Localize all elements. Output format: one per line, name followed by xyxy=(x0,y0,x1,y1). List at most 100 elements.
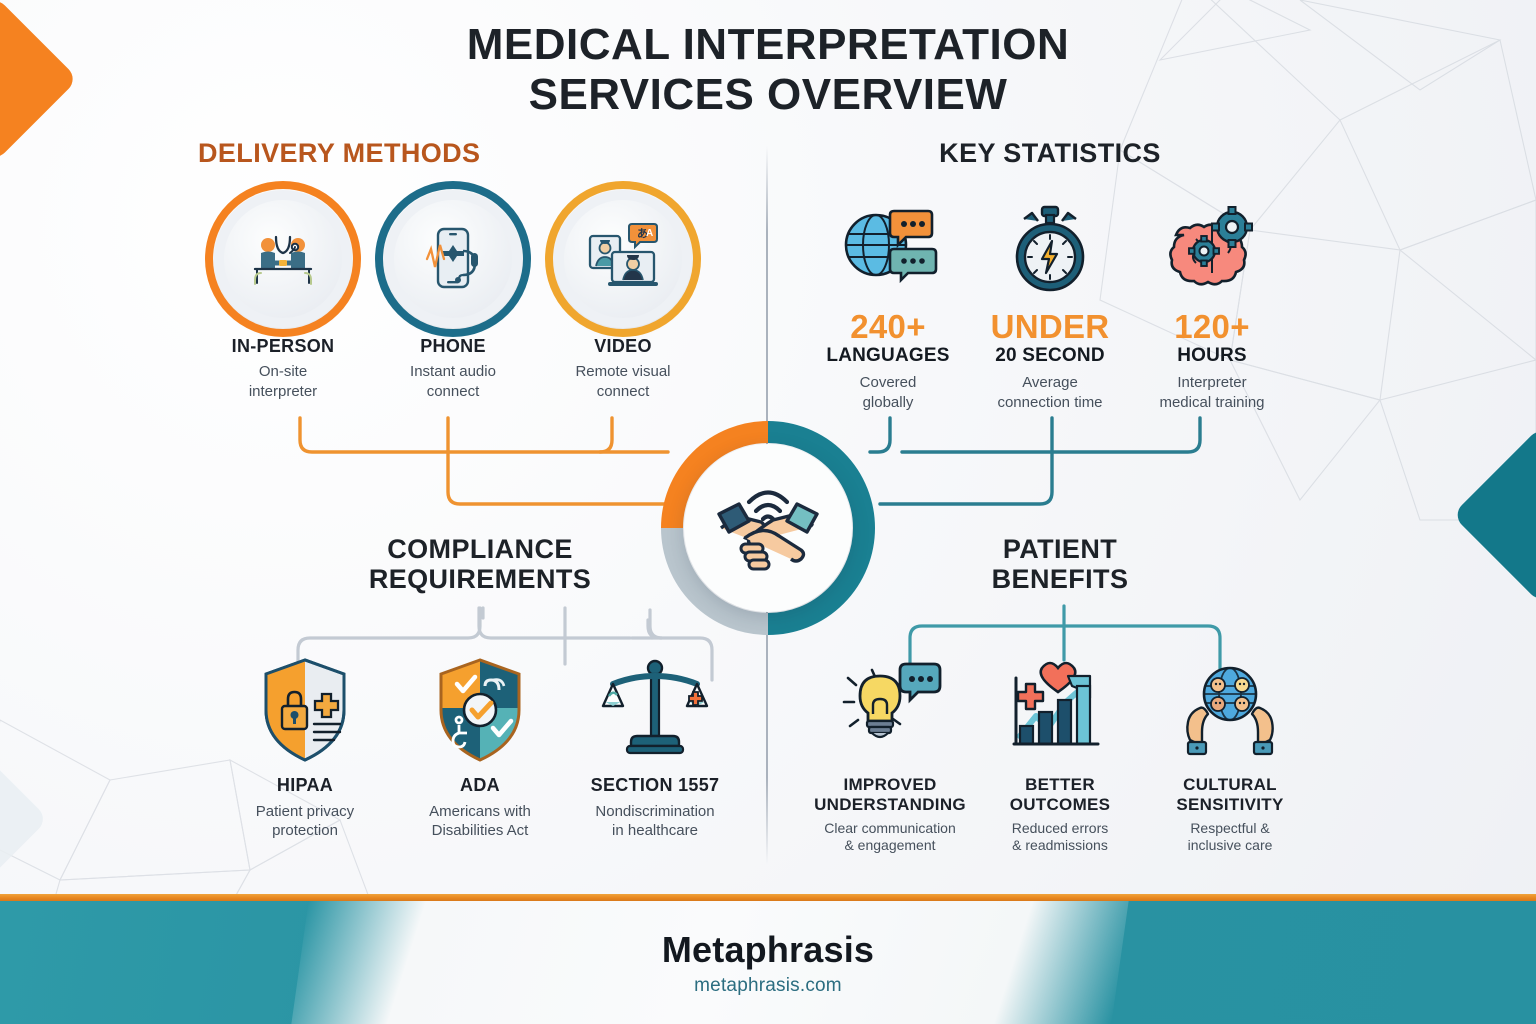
benefit-card-cultural-sensitivity[interactable]: CULTURAL SENSITIVITY Respectful & inclus… xyxy=(1145,652,1315,855)
benefit-desc: Respectful & inclusive care xyxy=(1145,820,1315,856)
delivery-desc-line1: On-site xyxy=(258,363,308,381)
stat-desc-line2: medical training xyxy=(1159,393,1265,411)
compliance-card-hipaa[interactable]: HIPAA Patient privacy protection xyxy=(218,652,393,840)
footer: Metaphrasis metaphrasis.com xyxy=(0,894,1536,1024)
section-patient-benefits: PATIENT BENEFITS IMPROVED xyxy=(800,534,1320,855)
page-title-line2: SERVICES OVERVIEW xyxy=(528,69,1008,119)
benefits-title-line2: BENEFITS xyxy=(991,564,1129,595)
stat-card-languages[interactable]: 240+ LANGUAGES Covered globally xyxy=(807,194,969,412)
hub-core xyxy=(684,444,852,612)
benefit-label: BETTER OUTCOMES xyxy=(975,775,1145,813)
growth-chart-heart-icon xyxy=(1012,661,1100,746)
delivery-card-video[interactable]: あ A VIDEO Remote visual connect xyxy=(538,181,708,401)
section-delivery-methods: DELIVERY METHODS xyxy=(176,138,730,401)
svg-text:あ: あ xyxy=(637,227,648,240)
key-statistics-title: KEY STATISTICS xyxy=(939,138,1161,168)
compliance-label: SECTION 1557 xyxy=(590,775,720,796)
benefit-label: IMPROVED UNDERSTANDING xyxy=(805,775,975,813)
section-key-statistics: KEY STATISTICS 240+ LANGUAGES xyxy=(800,138,1300,412)
compliance-title-line2: REQUIREMENTS xyxy=(368,564,592,595)
benefit-label-line1: IMPROVED xyxy=(843,775,937,795)
delivery-desc-line2: connect xyxy=(596,382,650,400)
in-person-consult-icon xyxy=(253,236,313,286)
video-call-icon: あ A xyxy=(588,223,658,287)
benefit-label-line1: CULTURAL xyxy=(1183,775,1277,795)
compliance-desc: Patient privacy protection xyxy=(218,802,393,840)
compliance-desc-line1: Patient privacy xyxy=(255,802,355,820)
stat-card-connection-time[interactable]: UNDER 20 SECOND Average connection time xyxy=(969,194,1131,412)
compliance-desc-line1: Americans with xyxy=(429,802,531,820)
stat-desc-line1: Covered xyxy=(859,374,917,392)
stat-unit: LANGUAGES xyxy=(826,345,950,367)
stat-desc: Average connection time xyxy=(969,373,1131,412)
page-title: MEDICAL INTERPRETATION SERVICES OVERVIEW xyxy=(0,20,1536,119)
delivery-desc-line2: interpreter xyxy=(248,382,318,400)
benefit-desc-line1: Reduced errors xyxy=(1011,819,1109,836)
stat-value: UNDER xyxy=(990,308,1110,346)
benefit-label-line2: OUTCOMES xyxy=(1009,794,1111,814)
globe-chat-icon xyxy=(844,209,938,284)
delivery-label: IN-PERSON xyxy=(231,336,335,357)
compliance-card-ada[interactable]: ADA Americans with Disabilities Act xyxy=(393,652,568,840)
brand-url[interactable]: metaphrasis.com xyxy=(694,974,842,996)
stat-value: 120+ xyxy=(1174,308,1250,346)
hub-ring xyxy=(661,421,875,635)
hands-globe-people-icon xyxy=(1186,666,1274,756)
benefit-icon-wrap xyxy=(1145,652,1315,767)
compliance-desc-line2: in healthcare xyxy=(612,821,698,839)
stat-desc-line1: Average xyxy=(1022,374,1078,392)
phone-headset-icon xyxy=(425,228,478,289)
benefit-desc-line1: Respectful & xyxy=(1190,819,1270,836)
stopwatch-bolt-icon xyxy=(1015,206,1085,292)
stat-desc: Covered globally xyxy=(807,373,969,412)
in-person-badge xyxy=(205,181,361,338)
benefit-icon-wrap xyxy=(805,652,975,767)
benefit-desc-line2: inclusive care xyxy=(1187,837,1273,854)
compliance-title-line1: COMPLIANCE xyxy=(387,534,573,564)
brand-name: Metaphrasis xyxy=(661,928,875,970)
stat-icon-wrap xyxy=(1131,194,1293,304)
stat-unit: HOURS xyxy=(1177,345,1247,367)
delivery-label: PHONE xyxy=(420,336,486,357)
delivery-label: VIDEO xyxy=(594,336,652,357)
compliance-desc: Americans with Disabilities Act xyxy=(393,802,568,840)
shield-accessibility-icon xyxy=(439,658,521,762)
delivery-methods-title: DELIVERY METHODS xyxy=(198,138,481,168)
delivery-desc-line1: Remote visual xyxy=(575,363,671,381)
footer-branding: Metaphrasis metaphrasis.com xyxy=(0,901,1536,1024)
delivery-card-in-person[interactable]: IN-PERSON On-site interpreter xyxy=(198,181,368,401)
benefit-card-improved-understanding[interactable]: IMPROVED UNDERSTANDING Clear communicati… xyxy=(805,652,975,855)
benefit-label: CULTURAL SENSITIVITY xyxy=(1145,775,1315,813)
compliance-label: HIPAA xyxy=(276,775,334,796)
benefit-desc: Clear communication & engagement xyxy=(805,820,975,856)
delivery-card-phone[interactable]: PHONE Instant audio connect xyxy=(368,181,538,401)
benefits-title-line1: PATIENT xyxy=(1002,534,1118,564)
delivery-desc: On-site interpreter xyxy=(198,362,368,400)
stat-icon-wrap xyxy=(969,194,1131,304)
compliance-desc: Nondiscrimination in healthcare xyxy=(568,802,743,840)
stat-desc-line2: connection time xyxy=(997,393,1103,411)
benefit-label-line1: BETTER xyxy=(1025,775,1095,795)
benefit-card-better-outcomes[interactable]: BETTER OUTCOMES Reduced errors & readmis… xyxy=(975,652,1145,855)
benefit-icon-wrap xyxy=(975,652,1145,767)
benefits-title: PATIENT BENEFITS xyxy=(800,534,1320,594)
stat-card-training-hours[interactable]: 120+ HOURS Interpreter medical training xyxy=(1131,194,1293,412)
benefit-desc-line2: & engagement xyxy=(844,837,936,854)
delivery-desc-line2: connect xyxy=(426,382,480,400)
compliance-icon-wrap xyxy=(568,652,743,767)
stat-desc-line2: globally xyxy=(862,393,914,411)
stat-value: 240+ xyxy=(850,308,926,346)
compliance-label: ADA xyxy=(460,775,500,796)
delivery-desc-line1: Instant audio xyxy=(410,363,496,381)
benefit-desc: Reduced errors & readmissions xyxy=(975,820,1145,856)
compliance-card-section-1557[interactable]: SECTION 1557 Nondiscrimination in health… xyxy=(568,652,743,840)
compliance-icon-wrap xyxy=(393,652,568,767)
benefit-desc-line1: Clear communication xyxy=(824,819,956,836)
stat-desc-line1: Interpreter xyxy=(1177,374,1247,392)
delivery-desc: Remote visual connect xyxy=(538,362,708,400)
stat-unit: 20 SECOND xyxy=(995,345,1105,367)
lightbulb-chat-icon xyxy=(842,662,942,739)
center-hub xyxy=(658,418,878,638)
stat-desc: Interpreter medical training xyxy=(1131,373,1293,412)
shield-lock-icon xyxy=(264,658,346,762)
